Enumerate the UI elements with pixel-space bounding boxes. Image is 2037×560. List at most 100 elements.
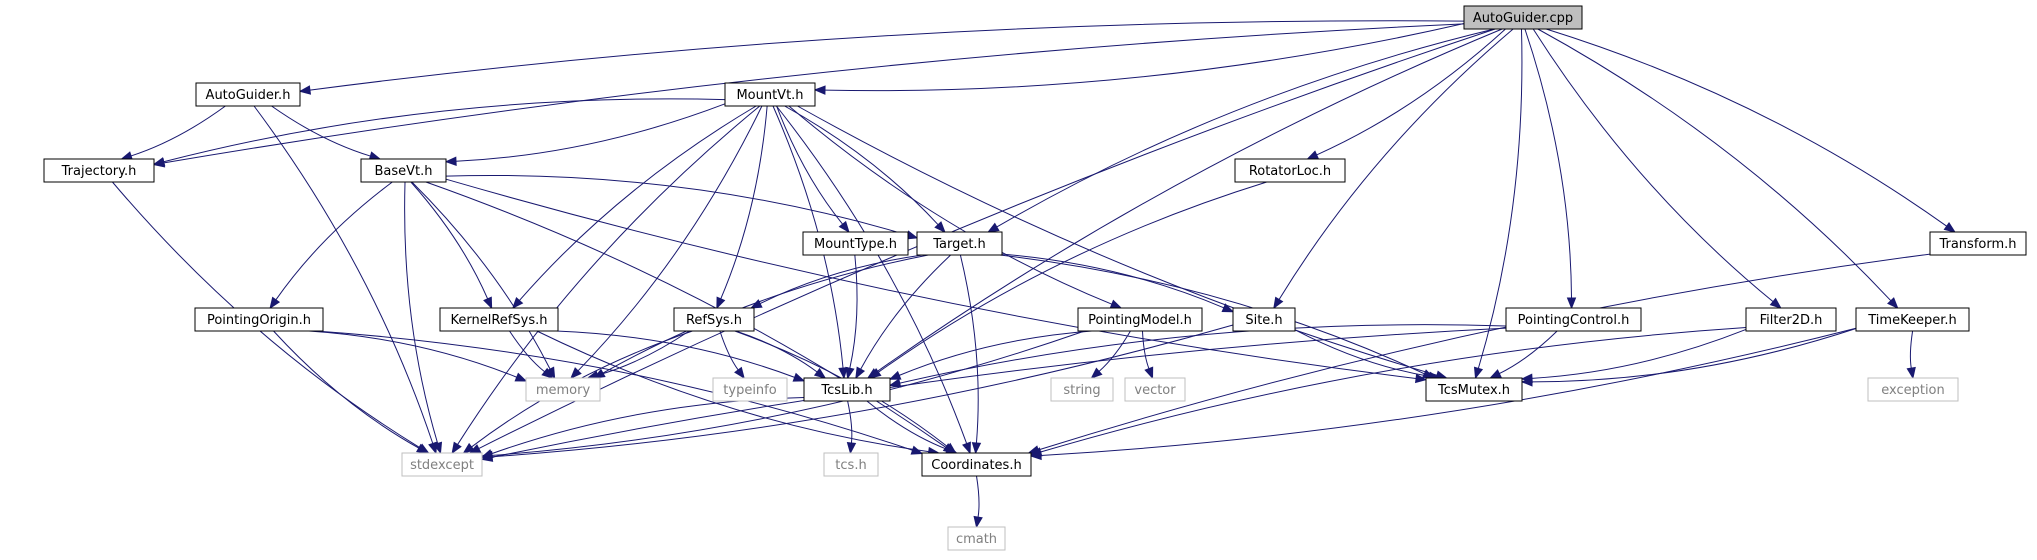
node-tcslib-h[interactable]: TcsLib.h [803, 377, 891, 402]
edge-arrowhead-target_h-to-site_h [1221, 303, 1235, 313]
node-label: Transform.h [1938, 237, 2016, 252]
node-label: PointingOrigin.h [207, 313, 311, 328]
edge-filter2d_h-to-coordinates_h [1040, 327, 1747, 453]
node-transform-h[interactable]: Transform.h [1929, 231, 2027, 256]
edge-autoguider_cpp-to-filter2d_h [1532, 28, 1774, 303]
edge-mountvt_h-to-pointingmodel_h [788, 105, 1113, 305]
edge-arrowhead-autoguider_cpp-to-filter2d_h [1769, 297, 1782, 309]
node-box [712, 377, 788, 402]
edge-mountvt_h-to-tcsmutex_h [797, 105, 1438, 376]
node-box [1855, 307, 1970, 332]
edge-arrowhead-target_h-to-coordinates_h [971, 442, 982, 455]
node-label: string [1063, 383, 1100, 398]
edge-target_h-to-tcslib_h [860, 254, 951, 370]
node-box [401, 452, 483, 477]
edge-arrowhead-refsys_h-to-typeinfo [734, 366, 745, 380]
edge-mountvt_h-to-trajectory_h [163, 98, 726, 163]
node-box [439, 307, 559, 332]
edge-pointingmodel_h-to-stdexcept [491, 330, 1085, 456]
node-label: MountVt.h [736, 88, 803, 103]
edge-basevt_h-to-kernelrefsys_h [410, 181, 489, 300]
node-tcsmutex-h[interactable]: TcsMutex.h [1425, 377, 1523, 402]
edge-arrowhead-mountvt_h-to-refsys_h [716, 296, 726, 310]
node-box [525, 377, 601, 402]
edge-pointingcontrol_h-to-stdexcept [491, 327, 1507, 458]
edge-basevt_h-to-tcsmutex_h [445, 178, 1417, 379]
edge-pointingcontrol_h-to-tcsmutex_h [1499, 330, 1558, 375]
node-label: Coordinates.h [931, 458, 1021, 473]
edge-pointingmodel_h-to-vector [1141, 330, 1150, 369]
edge-target_h-to-site_h [1001, 253, 1224, 309]
node-filter2d-h[interactable]: Filter2D.h [1745, 307, 1837, 332]
node-label: RotatorLoc.h [1249, 164, 1331, 179]
edge-mountvt_h-to-stdexcept [457, 105, 761, 445]
node-trajectory-h[interactable]: Trajectory.h [43, 158, 155, 183]
node-box [1929, 231, 2027, 256]
edge-refsys_h-to-tcslib_h [735, 330, 818, 373]
node-box [43, 158, 155, 183]
edge-arrowhead-autoguider_cpp-to-transform_h [1943, 222, 1956, 233]
node-rotatorloc-h[interactable]: RotatorLoc.h [1234, 158, 1346, 183]
edge-arrowhead-kernelrefsys_h-to-tcslib_h [792, 372, 806, 382]
edge-arrowhead-autoguider_cpp-to-timekeeper_h [1887, 297, 1899, 309]
edge-timekeeper_h-to-coordinates_h [1040, 327, 1857, 456]
node-mountvt-h[interactable]: MountVt.h [724, 82, 816, 107]
node-stdexcept: stdexcept [401, 452, 483, 477]
node-box [803, 377, 891, 402]
edge-site_h-to-tcsmutex_h [1294, 329, 1430, 377]
node-string: string [1050, 377, 1114, 402]
edge-arrowhead-mountvt_h-to-mounttype_h [838, 220, 850, 234]
node-pointingcontrol-h[interactable]: PointingControl.h [1505, 307, 1642, 332]
edge-arrowhead-autoguider_cpp-to-rotatorloc_h [1306, 150, 1320, 160]
edge-arrowhead-mounttype_h-to-tcslib_h [845, 366, 855, 380]
edge-autoguider_cpp-to-stdexcept [478, 28, 1496, 449]
node-label: cmath [956, 532, 997, 547]
node-mounttype-h[interactable]: MountType.h [802, 231, 909, 256]
node-basevt-h[interactable]: BaseVt.h [360, 158, 447, 183]
edge-autoguider_h-to-basevt_h [271, 105, 371, 157]
node-label: PointingModel.h [1088, 313, 1192, 328]
edge-mountvt_h-to-basevt_h [455, 103, 726, 162]
edge-arrowhead-basevt_h-to-tcsmutex_h [1415, 373, 1428, 384]
edge-arrowhead-coordinates_h-to-cmath [973, 515, 983, 529]
edge-autoguider_cpp-to-mountvt_h [824, 23, 1465, 92]
edge-tcslib_h-to-coordinates_h [866, 400, 948, 450]
node-autoguider-cpp[interactable]: AutoGuider.cpp [1463, 5, 1583, 30]
edge-arrowhead-timekeeper_h-to-coordinates_h [1029, 450, 1042, 461]
edge-arrowhead-autoguider_cpp-to-mountvt_h [813, 85, 826, 95]
node-site-h[interactable]: Site.h [1232, 307, 1296, 332]
edge-arrowhead-timekeeper_h-to-tcsmutex_h [1520, 377, 1533, 387]
node-timekeeper-h[interactable]: TimeKeeper.h [1855, 307, 1970, 332]
node-label: AutoGuider.cpp [1473, 11, 1573, 26]
edge-pointingcontrol_h-to-tcslib_h [899, 324, 1507, 384]
node-box [1077, 307, 1203, 332]
edge-arrowhead-basevt_h-to-pointingorigin_h [269, 296, 281, 310]
edge-transform_h-to-coordinates_h [1038, 253, 1931, 451]
node-box [1463, 5, 1583, 30]
node-box [1425, 377, 1523, 402]
node-label: vector [1134, 383, 1176, 398]
node-kernelrefsys-h[interactable]: KernelRefSys.h [439, 307, 559, 332]
edge-mountvt_h-to-kernelrefsys_h [519, 105, 757, 301]
edge-arrowhead-autoguider_cpp-to-site_h [1273, 296, 1284, 310]
edge-arrowhead-autoguider_cpp-to-target_h [987, 222, 1000, 233]
edge-arrowhead-pointingmodel_h-to-tcslib_h [888, 370, 902, 380]
node-refsys-h[interactable]: RefSys.h [673, 307, 755, 332]
node-autoguider-h[interactable]: AutoGuider.h [195, 82, 301, 107]
edge-arrowhead-tcslib_h-to-stdexcept [480, 449, 494, 459]
node-box [1867, 377, 1959, 402]
node-coordinates-h[interactable]: Coordinates.h [921, 452, 1032, 477]
edge-timekeeper_h-to-tcsmutex_h [1531, 328, 1857, 383]
node-pointingmodel-h[interactable]: PointingModel.h [1077, 307, 1203, 332]
node-label: TcsLib.h [820, 383, 872, 398]
edge-target_h-to-memory [602, 254, 929, 374]
edge-target_h-to-tcsmutex_h [999, 254, 1425, 375]
node-box [1050, 377, 1114, 402]
node-target-h[interactable]: Target.h [916, 231, 1003, 256]
node-pointingorigin-h[interactable]: PointingOrigin.h [194, 307, 324, 332]
edge-arrowhead-mountvt_h-to-tcslib_h [838, 367, 848, 380]
edge-mountvt_h-to-target_h [784, 105, 939, 225]
node-box [1232, 307, 1296, 332]
